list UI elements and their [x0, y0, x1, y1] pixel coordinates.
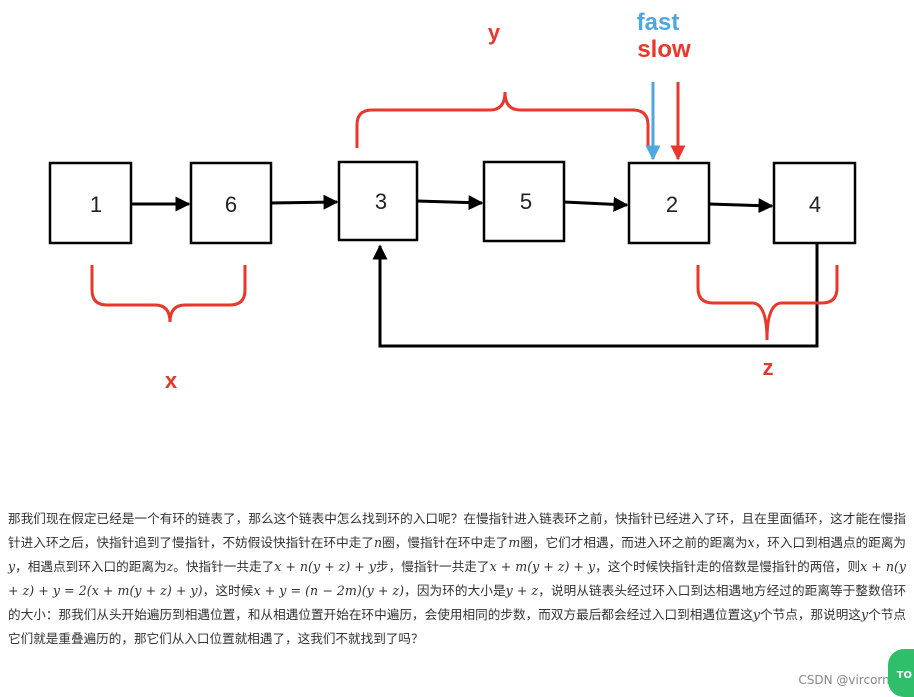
math-result: x + y = (n − 2m)(y + z) — [253, 583, 405, 598]
math-y: y — [861, 607, 869, 622]
article-text: 圈，慢指针在环中走了 — [382, 535, 509, 550]
article-text: 个节点它们就是重叠遍历的，那它们从入口位置就相遇了，这我们不就找到了吗？ — [8, 607, 907, 646]
article-paragraph: 那我们现在假定已经是一个有环的链表了，那么这个链表中怎么找到环的入口呢？在慢指针… — [8, 507, 906, 651]
node-6: 6 — [189, 161, 273, 245]
node-2-label: 2 — [666, 192, 678, 217]
math-z: z — [166, 559, 174, 574]
node-1-label: 1 — [90, 192, 102, 217]
node-3-label: 3 — [375, 189, 387, 214]
arrow-5-to-2 — [563, 196, 629, 212]
brace-z — [696, 265, 839, 341]
article-text: ，这个时候快指针走的倍数是慢指针的两倍，则 — [595, 559, 861, 574]
math-fast-steps: x + n(y + z) + y — [274, 559, 376, 574]
node-2: 2 — [627, 161, 711, 245]
article-text: ，相遇点到环入口的距离为 — [15, 559, 167, 574]
math-equation: x + n(y + z) + y = 2(x + m(y + z) + y) — [8, 559, 907, 598]
fast-pointer-label: fast — [637, 9, 680, 36]
node-6-label: 6 — [225, 192, 237, 217]
back-to-top-button[interactable] — [888, 649, 914, 697]
arrow-2-to-4 — [708, 198, 774, 214]
node-3: 3 — [337, 160, 419, 242]
node-1: 1 — [48, 161, 133, 245]
arrow-6-to-3 — [270, 194, 339, 210]
brace-y-label: y — [488, 20, 501, 45]
math-y: y — [8, 559, 16, 574]
node-5-label: 5 — [520, 189, 532, 214]
node-4-label: 4 — [809, 192, 821, 217]
article-text: 那我们现在假定已经是一个有环的链表了，那么这个链表中怎么找到环的入口呢？在慢指针… — [8, 511, 906, 550]
math-n: n — [373, 535, 383, 550]
article-text: ，环入口到相遇点的距离为 — [754, 535, 907, 550]
math-m: m — [508, 535, 521, 550]
article-text: ，说明从链表头经过环入口到达相遇地方经过的距离等于整数倍环的大小：那我们从头开始… — [8, 583, 907, 622]
cycle-arrow-4-to-3 — [372, 243, 819, 348]
back-to-top-label: TO — [896, 670, 912, 681]
article-text: 步，慢指针一共走了 — [375, 559, 490, 574]
node-4: 4 — [772, 161, 857, 245]
article-text: ，因为环的大小是 — [404, 583, 506, 598]
brace-z-label: z — [763, 355, 774, 380]
article-text: 。快指针一共走了 — [173, 559, 275, 574]
node-5: 5 — [482, 160, 566, 243]
arrow-3-to-5 — [416, 195, 484, 211]
article-text: 圈，它们才相遇，而进入环之前的距离为 — [520, 535, 748, 550]
brace-x-label: x — [165, 368, 178, 393]
linked-list-cycle-diagram: 1 6 3 5 2 4 y x z fast slow — [48, 9, 857, 393]
brace-x — [90, 265, 247, 323]
csdn-watermark: CSDN @vircorns — [798, 673, 896, 687]
article-text: 个节点，那说明这 — [759, 607, 862, 622]
math-x: x — [747, 535, 755, 550]
brace-y — [355, 91, 650, 148]
math-slow-steps: x + m(y + z) + y — [489, 559, 596, 574]
article-text: ，这时候 — [202, 583, 254, 598]
slow-pointer-label: slow — [637, 36, 691, 63]
math-y: y — [752, 607, 760, 622]
math-cycle-size: y + z — [505, 583, 539, 598]
